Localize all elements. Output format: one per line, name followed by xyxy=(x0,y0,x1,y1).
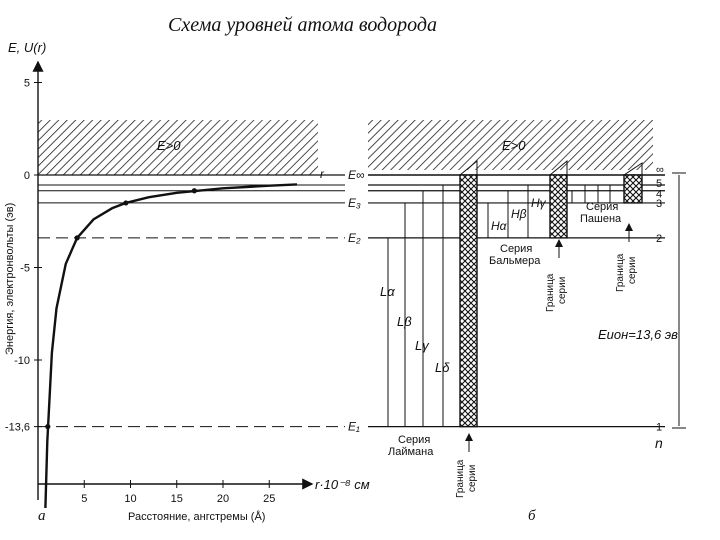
panel-b-letter: б xyxy=(528,508,536,524)
panel-b-continuum-region xyxy=(368,120,653,170)
x-tick-label: 20 xyxy=(217,493,229,505)
level-point xyxy=(191,188,197,194)
n-column-label: n xyxy=(655,435,663,451)
x-tick-label: 5 xyxy=(81,493,87,505)
y-tick-label: -13,6 xyxy=(5,422,30,434)
balmer-line-label: Hβ xyxy=(511,207,527,221)
x-tick-label: 25 xyxy=(263,493,275,505)
level-point xyxy=(123,200,129,206)
y-axis-label: E, U(r) xyxy=(8,40,46,55)
lyman-line-label: Lδ xyxy=(435,360,450,375)
quantum-number-label: 3 xyxy=(656,198,662,210)
balmer-limit-label-line1: Граница xyxy=(545,273,556,312)
energy-level-label: E₂ xyxy=(348,231,361,245)
panel-a-continuum-region xyxy=(38,120,318,175)
lyman-limit-label-line2: серии xyxy=(467,465,478,492)
balmer-limit-label-line2: серии xyxy=(557,277,568,304)
x-axis-label: r·10⁻⁸ см xyxy=(315,477,370,492)
level-point xyxy=(45,424,51,430)
lyman-series-limit-block xyxy=(459,174,478,428)
balmer-series-name-line1: Серия xyxy=(500,243,532,255)
x-tick-label: 10 xyxy=(124,493,136,505)
balmer-series-limit-block xyxy=(549,174,568,239)
paschen-block-peak xyxy=(623,162,643,176)
potential-curve xyxy=(44,183,298,509)
y-side-label: Энергия, электронвольты (эв) xyxy=(4,203,16,355)
y-tick-label: 0 xyxy=(24,170,30,182)
quantum-number-label: 2 xyxy=(656,233,662,245)
level-point xyxy=(74,235,80,241)
quantum-number-label: 5 xyxy=(656,178,662,190)
lyman-block-peak xyxy=(459,159,478,176)
paschen-series-name-line1: Серия xyxy=(586,201,618,213)
paschen-series-limit-block xyxy=(623,174,643,204)
panel-a-letter: а xyxy=(38,508,46,524)
ionization-energy-label: Eион=13,6 эв xyxy=(598,327,678,342)
panel-b-continuum-label: E>0 xyxy=(502,138,526,153)
paschen-series-name-line2: Пашена xyxy=(580,213,622,225)
balmer-line-label: Hα xyxy=(491,219,508,233)
panel-a: E>0 E, U(r) Энергия, электронвольты (эв)… xyxy=(4,40,370,524)
balmer-block-peak xyxy=(549,159,568,176)
energy-level-label: E₃ xyxy=(348,196,361,210)
y-tick-label: 5 xyxy=(24,78,30,90)
energy-level-label: E₁ xyxy=(348,420,360,434)
lyman-limit-label-line1: Граница xyxy=(455,459,466,498)
lyman-line-label: Lγ xyxy=(415,338,430,353)
paschen-limit-label-line1: Граница xyxy=(615,253,626,292)
energy-level-label: E∞ xyxy=(348,168,365,182)
balmer-series-name-line2: Бальмера xyxy=(489,255,541,267)
y-tick-label: -10 xyxy=(14,355,30,367)
quantum-number-label: ∞ xyxy=(656,164,664,176)
balmer-line-label: Hγ xyxy=(531,196,547,210)
y-tick-label: -5 xyxy=(20,263,30,275)
lyman-line-label: Lβ xyxy=(397,314,412,329)
page-title: Схема уровней атома водорода xyxy=(168,14,438,36)
panel-a-continuum-label: E>0 xyxy=(157,138,181,153)
x-tick-label: 15 xyxy=(171,493,183,505)
quantum-number-label: 4 xyxy=(656,189,662,201)
quantum-number-label: 1 xyxy=(656,422,662,434)
lyman-series-name-line2: Лаймана xyxy=(388,446,434,458)
lyman-line-label: Lα xyxy=(380,284,395,299)
lyman-series-name-line1: Серия xyxy=(398,434,430,446)
r-marker: r xyxy=(320,167,325,181)
paschen-limit-label-line2: серии xyxy=(627,257,638,284)
x-caption: Расстояние, ангстремы (Å) xyxy=(128,510,265,523)
